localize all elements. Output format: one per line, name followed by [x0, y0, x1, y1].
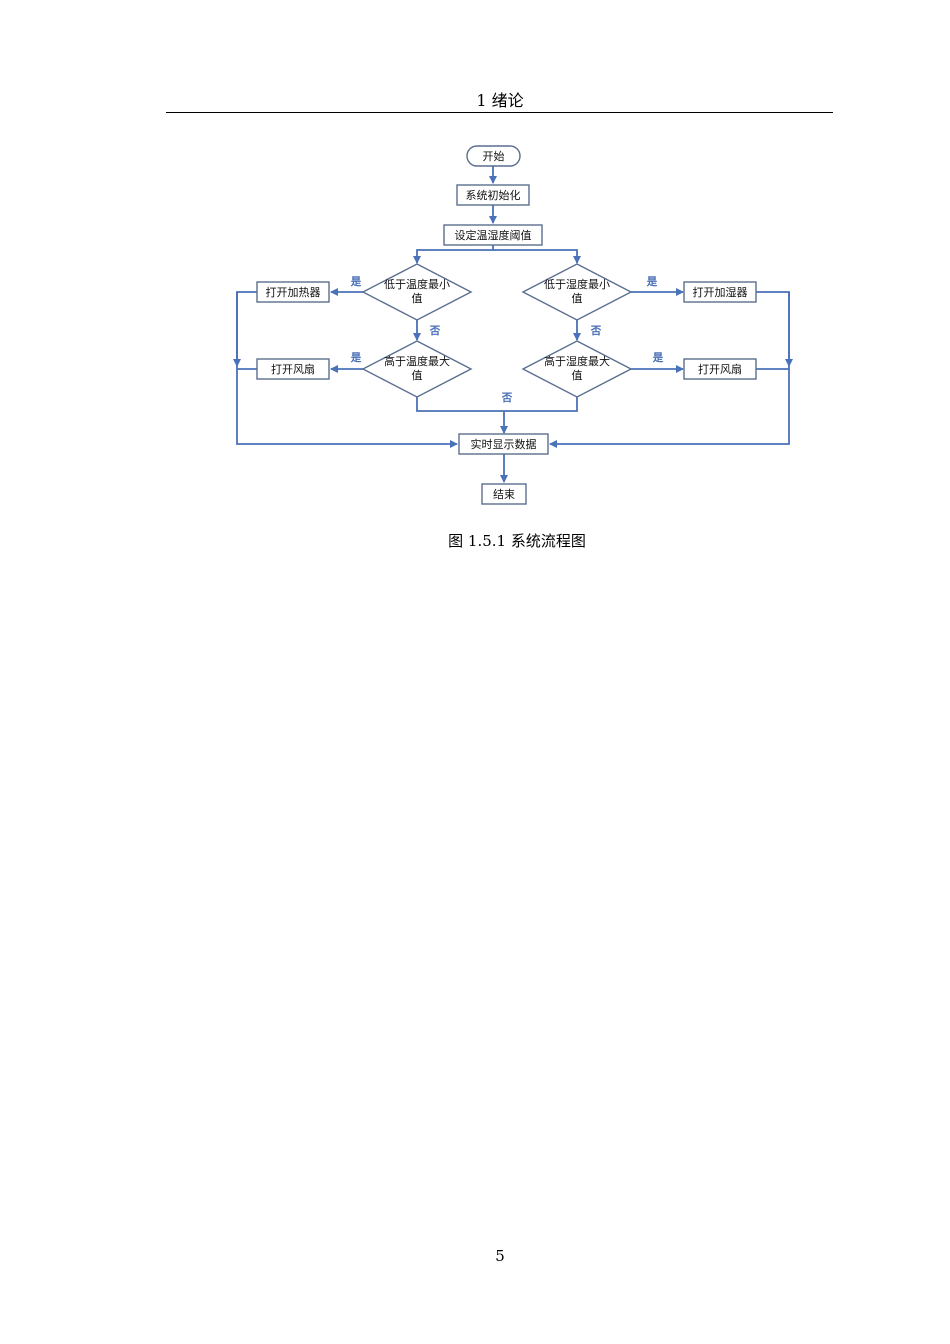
temp-high-diamond	[361, 340, 473, 398]
temp-high-label-1: 高于温度最大	[384, 354, 450, 368]
fan-left-box	[256, 358, 330, 380]
fan-left-label: 打开风扇	[271, 362, 315, 376]
hum-low-diamond	[521, 263, 633, 321]
display-label: 实时显示数据	[471, 437, 537, 451]
temp-high-label-2: 值	[412, 369, 423, 382]
edge-label-yes-hum-low: 是	[646, 276, 658, 288]
end-box	[481, 483, 527, 505]
hum-high-diamond	[521, 340, 633, 398]
display-box	[458, 433, 549, 455]
humidifier-box	[683, 281, 757, 303]
init-box	[456, 184, 530, 206]
edge-label-no-hum-low: 否	[590, 325, 602, 337]
edge-heater-display	[236, 291, 458, 448]
flowchart: 开始 系统初始化 设定温湿度阈值 低于温度最小 值 高于温度最大 值 低于湿度最…	[233, 145, 793, 505]
edge-label-yes-hum-high: 是	[652, 352, 664, 364]
temp-low-label-2: 值	[412, 292, 423, 305]
fan-right-box	[683, 358, 757, 380]
end-label: 结束	[493, 488, 515, 501]
edge-set-humlow	[493, 249, 581, 264]
edge-humidifier-display	[549, 291, 790, 448]
humidifier-label: 打开加湿器	[693, 285, 748, 299]
start-terminal	[466, 145, 521, 167]
edge-label-no-merge: 否	[501, 392, 513, 404]
hum-high-label-1: 高于湿度最大	[544, 354, 610, 368]
heater-box	[256, 281, 330, 303]
edge-label-yes-temp-high: 是	[350, 352, 362, 364]
edge-no-merge	[416, 397, 578, 412]
hum-low-label-2: 值	[572, 292, 583, 305]
heater-label: 打开加热器	[266, 285, 321, 299]
init-label: 系统初始化	[466, 188, 521, 202]
header-title: 1 绪论	[476, 91, 524, 110]
page-number: 5	[495, 1247, 505, 1265]
temp-low-label-1: 低于温度最小	[384, 277, 450, 291]
edge-label-yes-temp-low: 是	[350, 276, 362, 288]
temp-low-diamond	[361, 263, 473, 321]
set-threshold-box	[443, 224, 543, 246]
header-rule	[166, 112, 833, 113]
start-label: 开始	[483, 149, 505, 163]
connectors	[233, 166, 793, 483]
set-threshold-label: 设定温湿度阈值	[455, 228, 532, 242]
edge-set-templow	[413, 245, 494, 264]
hum-low-label-1: 低于湿度最小	[544, 277, 610, 291]
edge-label-no-temp-low: 否	[429, 325, 441, 337]
hum-high-label-2: 值	[572, 369, 583, 382]
figure-caption: 图 1.5.1 系统流程图	[448, 532, 586, 550]
fan-right-label: 打开风扇	[698, 362, 742, 376]
